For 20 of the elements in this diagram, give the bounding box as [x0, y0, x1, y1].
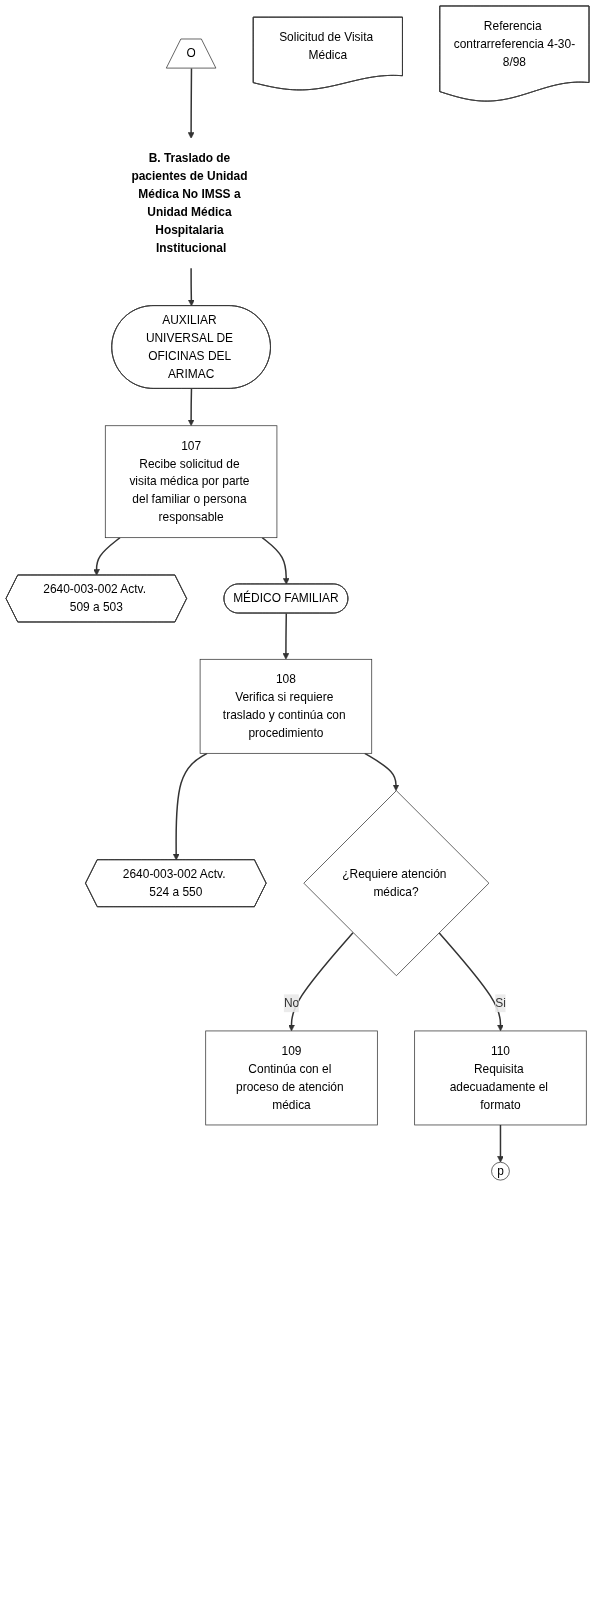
edge-label: No: [283, 996, 300, 1010]
arrow: [497, 1124, 504, 1163]
node-box: 108 Verifica si requiere traslado y continúa con procedimiento: [199, 658, 373, 754]
arrow: [187, 388, 195, 427]
arrow: [438, 931, 504, 1032]
arrow: [282, 612, 290, 660]
arrow: [364, 752, 400, 791]
node-box: 109 Continúa con el proceso de atención médica: [205, 1030, 378, 1126]
node-text: B. Traslado de pacientes de Unidad Médica No IMSS a Unidad Médica Hospitalaria Institucional: [131, 151, 248, 255]
arrow: [93, 536, 121, 576]
arrow: [261, 536, 290, 585]
node-circle: p: [491, 1161, 510, 1181]
arrow: [172, 752, 208, 861]
arrow: [187, 67, 195, 139]
arrow: [188, 267, 195, 307]
arrow: [288, 931, 354, 1032]
node-box: 110 Requisita adecuadamente el formato: [414, 1030, 587, 1126]
node-box: 107 Recibe solicitud de visita médica por parte del familiar o persona responsable: [104, 425, 278, 539]
node-diamond: ¿Requiere atención médica?: [303, 790, 490, 977]
edge-label: Si: [495, 996, 506, 1010]
